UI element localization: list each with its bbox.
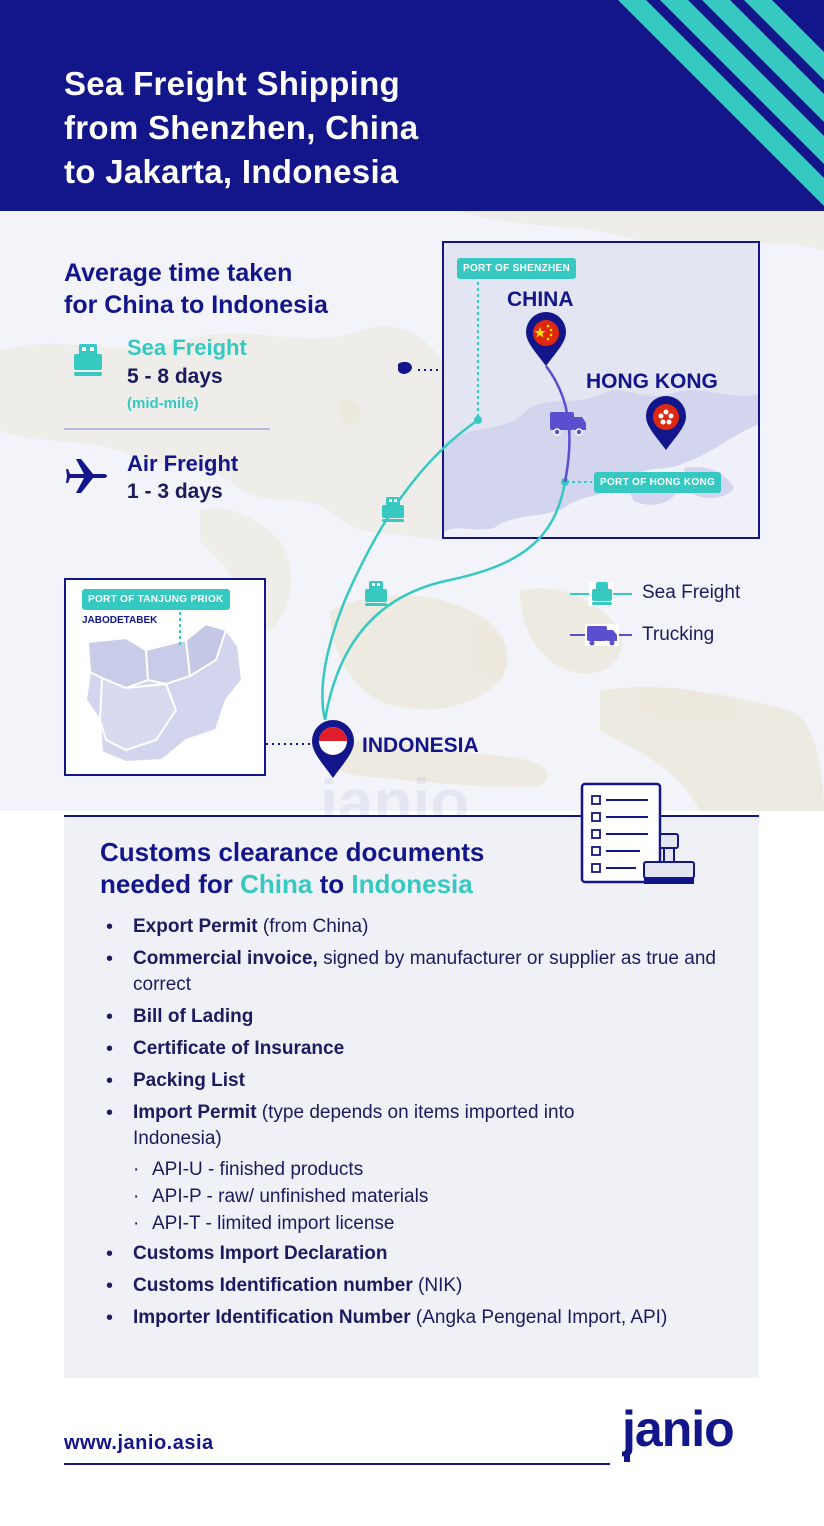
customs-title: Customs clearance documents needed for C…	[100, 836, 484, 900]
item-bold: Import Permit	[133, 1102, 257, 1123]
air-freight-days: 1 - 3 days	[127, 480, 223, 503]
average-time-title: Average time taken for China to Indonesi…	[64, 259, 328, 319]
sea-freight-days: 5 - 8 days	[127, 365, 223, 388]
website-link[interactable]: www.janio.asia	[64, 1432, 214, 1454]
list-item: Importer Identification Number (Angka Pe…	[104, 1305, 734, 1331]
item-bold: Certificate of Insurance	[133, 1038, 345, 1059]
item-rest: (NIK)	[412, 1275, 463, 1296]
sub-list-item: API-U - finished products	[133, 1156, 644, 1183]
sea-freight-label: Sea Freight	[127, 335, 247, 360]
item-bold: Packing List	[133, 1070, 245, 1091]
list-item: Import Permit (type depends on items imp…	[104, 1100, 734, 1237]
item-bold: Importer Identification Number	[133, 1307, 411, 1328]
customs-title-china: China	[240, 869, 313, 899]
airplane-icon	[66, 459, 107, 493]
hong-kong-label: HONG KONG	[586, 370, 718, 393]
port-shenzhen-tag: PORT OF SHENZHEN	[457, 258, 577, 279]
item-bold: Customs Identification number	[133, 1275, 413, 1296]
janio-logo: janio	[622, 1401, 735, 1462]
item-rest: (type depends on items imported into Ind…	[133, 1102, 575, 1149]
customs-title-line2: needed for China to Indonesia	[100, 868, 484, 900]
import-permit-sublist: API-U - finished products API-P - raw/ u…	[133, 1156, 644, 1237]
page-title: Sea Freight Shipping from Shenzhen, Chin…	[64, 65, 419, 190]
port-tanjung-priok-tag: PORT OF TANJUNG PRIOK	[82, 589, 230, 610]
jabodetabek-label: JABODETABEK	[82, 615, 158, 626]
list-item: Customs Import Declaration	[104, 1241, 734, 1267]
customs-title-to: to	[312, 869, 352, 899]
indonesia-label: INDONESIA	[362, 734, 479, 757]
item-rest: signed by manufacturer or supplier as tr…	[133, 948, 716, 995]
customs-title-prefix: needed for	[100, 869, 241, 899]
list-item: Export Permit (from China)	[104, 914, 734, 940]
list-item: Commercial invoice, signed by manufactur…	[104, 946, 734, 998]
list-item: Certificate of Insurance	[104, 1036, 734, 1062]
legend-trucking-label: Trucking	[642, 624, 715, 645]
air-freight-label: Air Freight	[127, 451, 239, 476]
sub-list-item: API-P - raw/ unfinished materials	[133, 1183, 644, 1210]
header-banner: Sea Freight Shipping from Shenzhen, Chin…	[0, 0, 824, 211]
document-list: Export Permit (from China) Commercial in…	[104, 914, 734, 1337]
china-label: CHINA	[507, 288, 574, 311]
footer-divider	[64, 1463, 610, 1465]
janio-logo-text: janio	[622, 1401, 734, 1457]
indonesia-inset-map	[64, 578, 266, 776]
item-rest: (Angka Pengenal Import, API)	[410, 1307, 668, 1328]
decorative-stripes	[618, 0, 824, 206]
divider	[64, 428, 270, 430]
port-hong-kong-tag: PORT OF HONG KONG	[594, 472, 722, 493]
list-item: Bill of Lading	[104, 1004, 734, 1030]
legend-sea-freight-label: Sea Freight	[642, 582, 741, 603]
item-bold: Commercial invoice,	[133, 948, 318, 969]
item-rest: (from China)	[257, 916, 369, 937]
sea-freight-note: (mid-mile)	[127, 395, 199, 412]
item-bold: Customs Import Declaration	[133, 1243, 388, 1264]
ship-icon	[74, 344, 102, 376]
list-item: Customs Identification number (NIK)	[104, 1273, 734, 1299]
sub-list-item: API-T - limited import license	[133, 1210, 644, 1237]
customs-title-line1: Customs clearance documents	[100, 837, 485, 867]
list-item: Packing List	[104, 1068, 734, 1094]
item-bold: Bill of Lading	[133, 1006, 254, 1027]
checklist-stamp-icon	[580, 782, 695, 884]
customs-title-indonesia: Indonesia	[351, 869, 473, 899]
item-bold: Export Permit	[133, 916, 258, 937]
